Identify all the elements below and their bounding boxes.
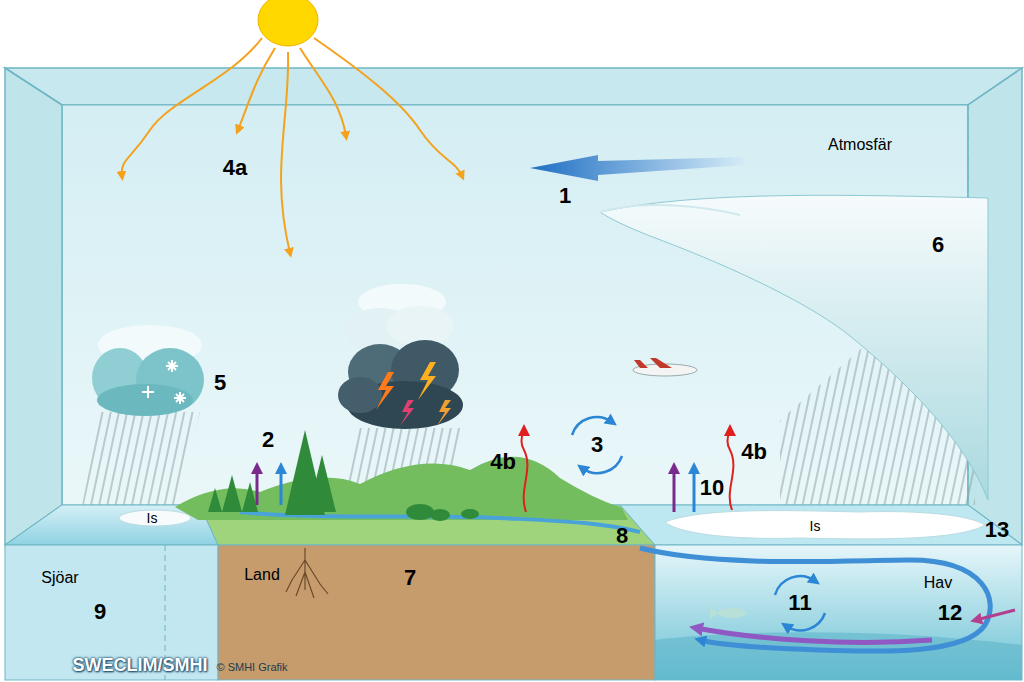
region-label: Atmosfär xyxy=(828,137,892,153)
callout-number: 7 xyxy=(404,567,416,589)
callout-number: 9 xyxy=(94,601,106,623)
callout-number: 4a xyxy=(223,157,247,179)
callout-number: 2 xyxy=(262,429,274,451)
callout-number: 5 xyxy=(214,372,226,394)
land-panel: Land 7 xyxy=(218,545,655,680)
source-watermark: SWECLIM/SMHI xyxy=(73,656,208,674)
panel-label: Land xyxy=(244,567,280,583)
callout-number: 6 xyxy=(932,234,944,256)
panel-label: Hav xyxy=(924,575,952,591)
callout-number: 8 xyxy=(616,525,628,547)
callout-number: 4b xyxy=(741,441,767,463)
callout-number: 1 xyxy=(559,185,571,207)
callout-number: 12 xyxy=(938,602,962,624)
panel-label: Sjöar xyxy=(41,570,78,586)
copyright-note: © SMHI Grafik xyxy=(216,662,287,673)
callout-number: 10 xyxy=(700,477,724,499)
ice-label: Is xyxy=(810,519,821,533)
callout-number: 11 xyxy=(788,592,811,614)
callout-number: 13 xyxy=(985,519,1009,541)
sea-panel: Hav 12 11 xyxy=(655,545,1022,680)
callout-number: 4b xyxy=(490,451,516,473)
ice-label: Is xyxy=(147,511,158,525)
callout-number: 3 xyxy=(591,434,603,456)
